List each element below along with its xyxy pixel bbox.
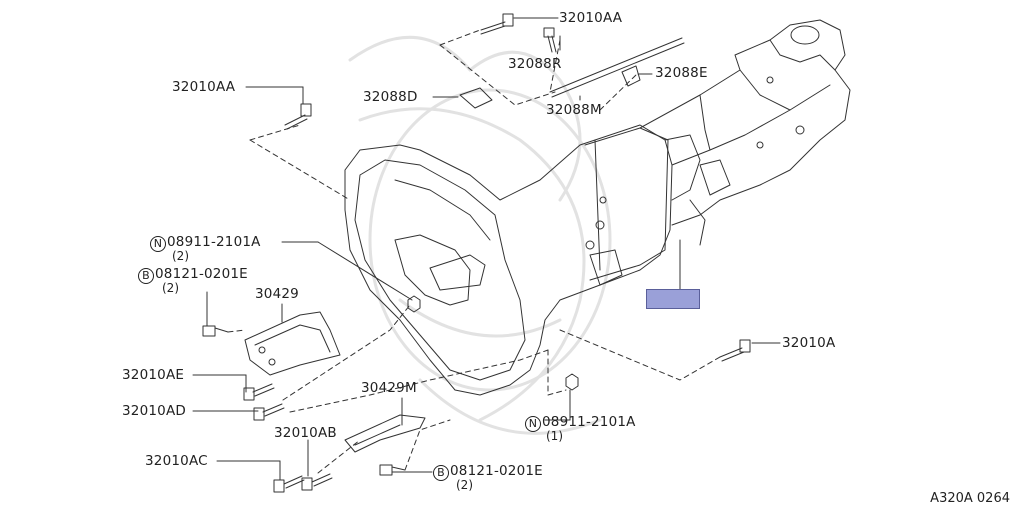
label-32010ad[interactable]: 32010AD xyxy=(122,403,186,419)
leader-lines xyxy=(192,17,781,481)
label-32010a[interactable]: 32010A xyxy=(782,335,836,351)
qty-08911-lower: (1) xyxy=(546,429,563,443)
bolt-shapes xyxy=(202,13,751,493)
bell-housing xyxy=(344,124,673,396)
transmission-case xyxy=(639,19,851,246)
part-number: 08911-2101A xyxy=(542,414,636,430)
part-number: 08911-2101A xyxy=(167,234,261,250)
label-32088e[interactable]: 32088E xyxy=(655,65,708,81)
label-32010aa-top[interactable]: 32010AA xyxy=(559,10,623,26)
highlight-box[interactable] xyxy=(646,289,700,309)
label-32088r[interactable]: 32088R xyxy=(508,56,562,72)
label-30429[interactable]: 30429 xyxy=(255,286,299,302)
label-32010aa-left[interactable]: 32010AA xyxy=(172,79,236,95)
label-30429m[interactable]: 30429M xyxy=(361,380,417,396)
label-32010ac[interactable]: 32010AC xyxy=(145,453,208,469)
nut-prefix-icon: N xyxy=(150,236,166,252)
label-32088m[interactable]: 32088M xyxy=(546,102,602,118)
diagram-code: A320A 0264 xyxy=(930,491,1010,506)
bolt-prefix-icon: B xyxy=(433,465,449,481)
bolt-prefix-icon: B xyxy=(138,268,154,284)
part-number: 08121-0201E xyxy=(450,463,543,479)
qty-08121-lower: (2) xyxy=(456,478,473,492)
label-32088d[interactable]: 32088D xyxy=(363,89,418,105)
watermark-emblem xyxy=(348,35,612,435)
assembly-lines xyxy=(227,29,721,474)
label-32010ae[interactable]: 32010AE xyxy=(122,367,185,383)
part-number: 08121-0201E xyxy=(155,266,248,282)
qty-08121-upper: (2) xyxy=(162,281,179,295)
bracket-30429 xyxy=(244,311,341,376)
shift-rod xyxy=(459,37,685,109)
bracket-30429m xyxy=(344,414,426,453)
nut-prefix-icon: N xyxy=(525,416,541,432)
label-32010ab[interactable]: 32010AB xyxy=(274,425,337,441)
qty-08911-upper: (2) xyxy=(172,249,189,263)
